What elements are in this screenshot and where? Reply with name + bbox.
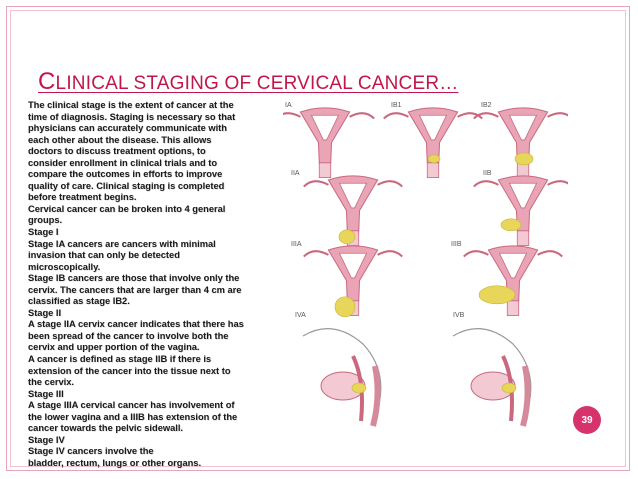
pelvis-iva-rectum: [370, 365, 381, 427]
uterine-cavity: [508, 182, 538, 209]
body-line: cervix and upper portion of the vagina.: [28, 342, 200, 353]
vagina-shape: [516, 230, 530, 246]
body-line: groups.: [28, 215, 63, 226]
body-line: physicians can accurately communicate wi…: [28, 123, 227, 134]
uterine-cavity: [508, 114, 538, 141]
fallopian-tube-left: [303, 180, 329, 188]
body-line: time of diagnosis. Staging is necessary …: [28, 111, 236, 122]
uterine-cavity: [418, 114, 448, 141]
body-line: Stage IV cancers involve the: [28, 446, 154, 457]
uterine-cavity: [310, 114, 340, 141]
body-line: before treatment begins.: [28, 192, 137, 203]
body-line: invasion that can only be detected: [28, 250, 180, 261]
tumor-iib: [500, 218, 522, 232]
body-line: Cervical cancer can be broken into 4 gen…: [28, 203, 226, 214]
body-line: Stage I: [28, 227, 59, 238]
pelvis-ivb-tumor: [501, 382, 517, 394]
body-line: doctors to discuss treatment options, to: [28, 146, 206, 157]
fallopian-tube-right: [537, 250, 563, 258]
fallopian-tube-right: [377, 180, 403, 188]
pelvis-iva-tumor: [351, 382, 367, 394]
page-number-badge: 39: [573, 406, 601, 434]
fallopian-tube-left: [283, 112, 301, 118]
label-iiia: IIIA: [291, 241, 302, 248]
slide-title: CLINICAL STAGING OF CERVICAL CANCER…: [38, 68, 458, 96]
tumor-iiib: [478, 285, 516, 305]
tumor-iia: [338, 229, 356, 245]
label-iia: IIA: [291, 170, 300, 177]
vagina-shape: [506, 300, 520, 316]
body-line: Stage II: [28, 307, 62, 318]
body-line: Stage IB cancers are those that involve …: [28, 273, 240, 284]
label-ib2: IB2: [481, 102, 492, 109]
fallopian-tube-left: [303, 250, 329, 258]
body-line: each other about the disease. This allow…: [28, 134, 212, 145]
pelvis-ivb-rectum: [520, 365, 531, 427]
fallopian-tube-left: [383, 112, 409, 120]
body-line: quality of care. Clinical staging is com…: [28, 180, 225, 191]
body-line: cervix. The cancers that are larger than…: [28, 284, 242, 295]
label-ib1: IB1: [391, 102, 402, 109]
staging-figure: IA IB1 IB2 IIA IIB IIIA IIIB IVA IVB: [283, 98, 568, 440]
body-line: extension of the cancer into the tissue …: [28, 365, 231, 376]
uterine-cavity: [338, 182, 368, 209]
body-line: The clinical stage is the extent of canc…: [28, 100, 234, 110]
fallopian-tube-left: [473, 112, 499, 120]
tumor-ib1: [427, 154, 441, 164]
title-initial: C: [38, 68, 56, 95]
body-line: compare the outcomes in efforts to impro…: [28, 169, 223, 180]
uterine-cavity: [498, 252, 528, 279]
fallopian-tube-right: [377, 250, 403, 258]
vagina-shape: [426, 162, 440, 178]
fallopian-tube-right: [349, 112, 375, 120]
body-line: A cancer is defined as stage IIB if ther…: [28, 354, 212, 365]
label-iib: IIB: [483, 170, 492, 177]
body-line: Stage III: [28, 388, 64, 399]
body-line: the cervix.: [28, 377, 74, 388]
label-ia: IA: [285, 102, 292, 109]
label-iva: IVA: [295, 312, 306, 319]
fallopian-tube-right: [547, 180, 568, 186]
uterine-cavity: [338, 252, 368, 279]
fallopian-tube-right: [457, 112, 483, 120]
slide-frame-outer: [6, 6, 630, 471]
slide-frame-inner: [10, 10, 626, 467]
body-line: cancer towards the pelvic sidewall.: [28, 423, 184, 434]
fallopian-tube-right: [547, 112, 568, 118]
body-line: Stage IA cancers are cancers with minima…: [28, 238, 216, 249]
staging-illustration: [283, 107, 568, 427]
tumor-ib2: [514, 152, 534, 166]
label-ivb: IVB: [453, 312, 465, 319]
fallopian-tube-left: [473, 180, 499, 188]
body-line: the lower vagina and a IIIB has extensio…: [28, 411, 238, 422]
title-rest: LINICAL STAGING OF CERVICAL CANCER…: [55, 73, 459, 94]
body-line: A stage IIA cervix cancer indicates that…: [28, 319, 244, 330]
body-line: microscopically.: [28, 261, 101, 272]
body-line: consider enrollment in clinical trials a…: [28, 157, 218, 168]
body-line: Stage IV: [28, 434, 65, 445]
body-text: The clinical stage is the extent of canc…: [28, 100, 280, 470]
body-line: classified as stage IB2.: [28, 296, 130, 307]
body-line: been spread of the cancer to involve bot…: [28, 330, 229, 341]
vagina-shape: [318, 162, 332, 178]
label-iiib: IIIB: [451, 241, 462, 248]
tumor-iiia: [334, 296, 356, 318]
body-line: bladder, rectum, lungs or other organs.: [28, 457, 202, 468]
fallopian-tube-left: [463, 250, 489, 258]
body-line: A stage IIIA cervical cancer has involve…: [28, 400, 235, 411]
